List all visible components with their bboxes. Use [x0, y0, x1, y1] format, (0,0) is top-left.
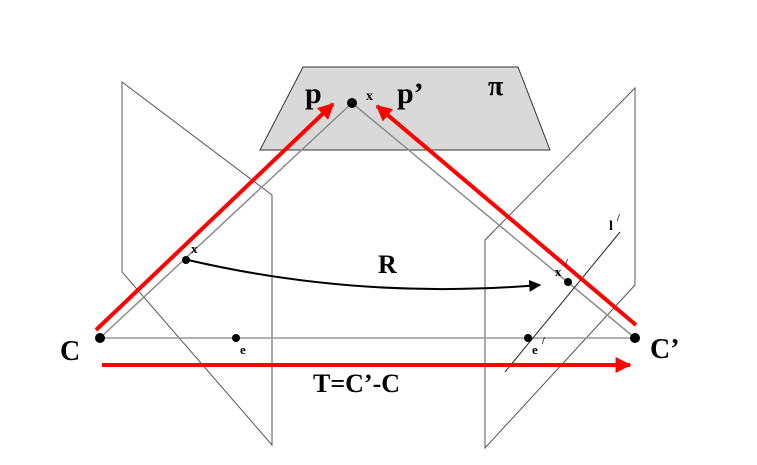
camera-center-left — [95, 333, 105, 343]
image-point-left — [182, 256, 190, 264]
label-c-prime: C’ — [650, 334, 680, 365]
world-point-x — [347, 98, 357, 108]
label-c: C — [60, 336, 80, 367]
epipole-left — [232, 334, 240, 342]
epipolar-line-right — [504, 231, 621, 373]
right-image-plane — [484, 86, 636, 450]
label-x-left: x — [191, 241, 198, 256]
label-e-prime-mark: / — [541, 336, 545, 347]
label-p-prime: p’ — [397, 77, 424, 110]
label-l-prime: / — [616, 213, 620, 224]
red-ray-c-to-p — [94, 102, 335, 332]
red-ray-cprime-to-pprime — [375, 104, 638, 327]
left-image-plane — [121, 80, 273, 447]
label-translation: T=C’-C — [313, 369, 400, 398]
plane-pi — [259, 66, 551, 151]
camera-center-right — [630, 333, 640, 343]
label-x-right-prime: / — [564, 258, 568, 269]
label-e-prime: e — [532, 342, 538, 357]
label-x-world: x — [366, 89, 373, 104]
epipole-right — [524, 334, 532, 342]
label-p: p — [305, 77, 322, 110]
projection-ray-left — [99, 102, 353, 339]
image-point-right — [564, 278, 572, 286]
label-l: l — [609, 219, 613, 234]
projection-ray-right — [351, 102, 636, 339]
label-rotation: R — [378, 250, 397, 279]
label-x-right: x — [555, 264, 562, 279]
rotation-arrow — [187, 259, 542, 292]
label-e: e — [240, 342, 246, 357]
label-pi: π — [488, 71, 504, 102]
